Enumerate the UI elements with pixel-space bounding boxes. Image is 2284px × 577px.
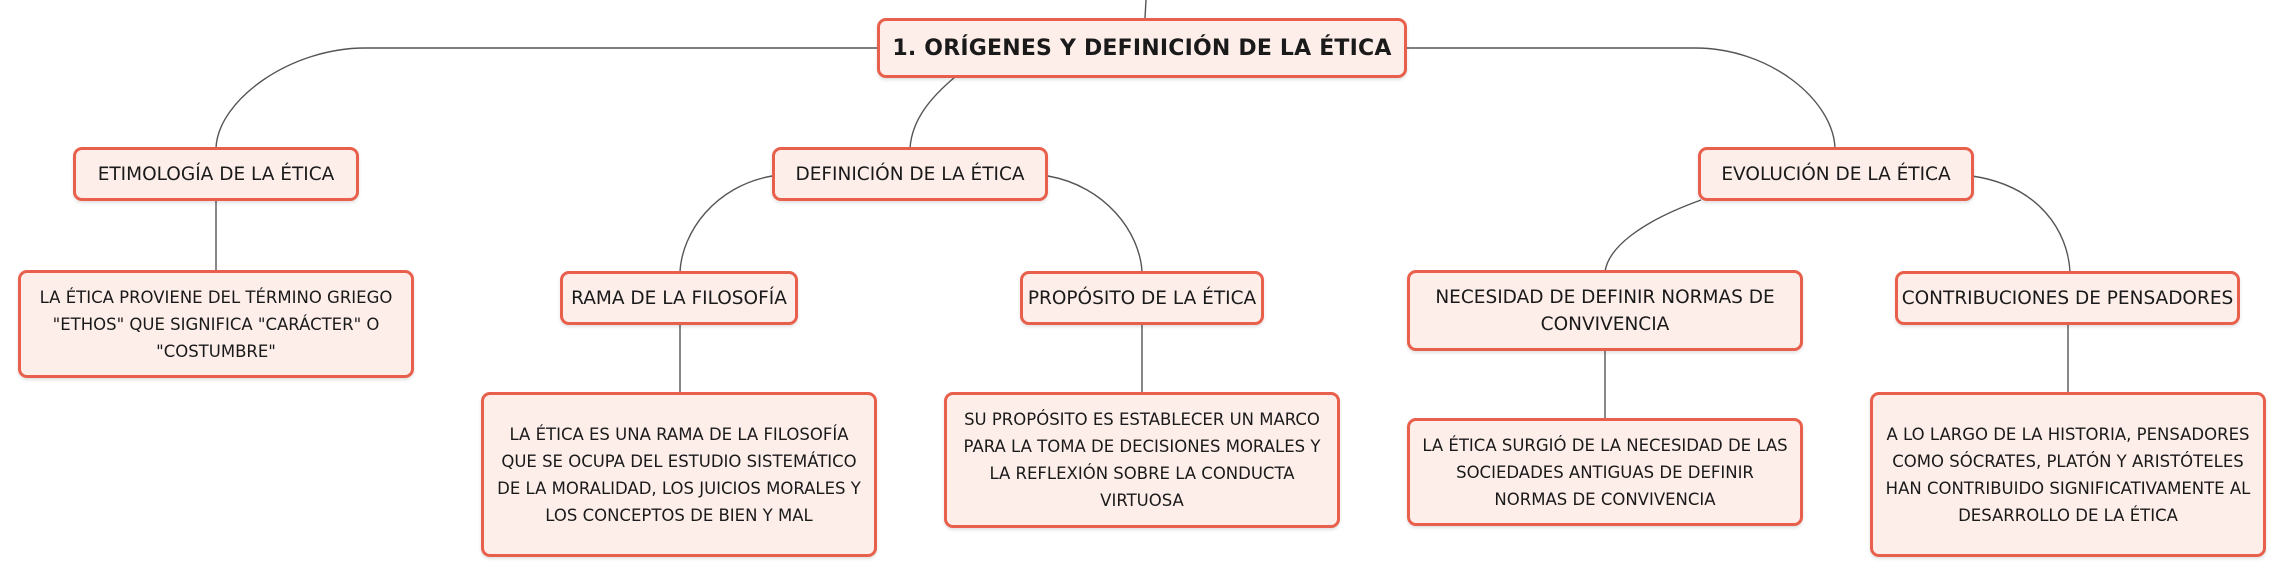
topic-definicion[interactable]: DEFINICIÓN DE LA ÉTICA xyxy=(772,147,1048,201)
connector-root-etimologia xyxy=(215,47,878,149)
connector-evolucion-contribuciones xyxy=(1971,175,2071,273)
connector-evolucion-necesidad xyxy=(1604,199,1702,273)
detail-rama-filosofia-text: LA ÉTICA ES UNA RAMA DE LA FILOSOFÍA QUE… xyxy=(497,424,861,525)
detail-contribuciones[interactable]: A LO LARGO DE LA HISTORIA, PENSADORES CO… xyxy=(1870,392,2266,557)
detail-necesidad[interactable]: LA ÉTICA SURGIÓ DE LA NECESIDAD DE LAS S… xyxy=(1407,418,1803,526)
connector-definicion-proposito xyxy=(1047,175,1143,273)
topic-evolucion-label: EVOLUCIÓN DE LA ÉTICA xyxy=(1721,163,1951,185)
connector-definicion-rama xyxy=(679,175,773,273)
connector-root-evolucion xyxy=(1406,47,1836,149)
topic-proposito[interactable]: PROPÓSITO DE LA ÉTICA xyxy=(1020,271,1264,325)
root-topic[interactable]: 1. ORÍGENES Y DEFINICIÓN DE LA ÉTICA xyxy=(877,18,1407,78)
connector-root-incoming xyxy=(1144,0,1147,19)
topic-proposito-label: PROPÓSITO DE LA ÉTICA xyxy=(1027,287,1257,309)
topic-rama-filosofia[interactable]: RAMA DE LA FILOSOFÍA xyxy=(560,271,798,325)
detail-contribuciones-text: A LO LARGO DE LA HISTORIA, PENSADORES CO… xyxy=(1885,424,2251,525)
root-topic-label: 1. ORÍGENES Y DEFINICIÓN DE LA ÉTICA xyxy=(892,35,1392,61)
topic-evolucion[interactable]: EVOLUCIÓN DE LA ÉTICA xyxy=(1698,147,1974,201)
detail-etimologia-text: LA ÉTICA PROVIENE DEL TÉRMINO GRIEGO "ET… xyxy=(39,287,393,361)
topic-necesidad-label: NECESIDAD DE DEFINIR NORMAS DE CONVIVENC… xyxy=(1435,286,1775,335)
topic-etimologia[interactable]: ETIMOLOGÍA DE LA ÉTICA xyxy=(73,147,359,201)
detail-etimologia[interactable]: LA ÉTICA PROVIENE DEL TÉRMINO GRIEGO "ET… xyxy=(18,270,414,378)
topic-definicion-label: DEFINICIÓN DE LA ÉTICA xyxy=(795,163,1025,185)
detail-proposito[interactable]: SU PROPÓSITO ES ESTABLECER UN MARCO PARA… xyxy=(944,392,1340,528)
detail-proposito-text: SU PROPÓSITO ES ESTABLECER UN MARCO PARA… xyxy=(963,410,1321,510)
detail-rama-filosofia[interactable]: LA ÉTICA ES UNA RAMA DE LA FILOSOFÍA QUE… xyxy=(481,392,877,557)
detail-necesidad-text: LA ÉTICA SURGIÓ DE LA NECESIDAD DE LAS S… xyxy=(1422,435,1788,509)
connector-root-definicion xyxy=(909,76,956,149)
topic-contribuciones[interactable]: CONTRIBUCIONES DE PENSADORES xyxy=(1895,271,2240,325)
topic-contribuciones-label: CONTRIBUCIONES DE PENSADORES xyxy=(1901,287,2234,309)
topic-necesidad[interactable]: NECESIDAD DE DEFINIR NORMAS DE CONVIVENC… xyxy=(1407,270,1803,351)
topic-rama-filosofia-label: RAMA DE LA FILOSOFÍA xyxy=(571,287,787,309)
topic-etimologia-label: ETIMOLOGÍA DE LA ÉTICA xyxy=(97,163,335,185)
